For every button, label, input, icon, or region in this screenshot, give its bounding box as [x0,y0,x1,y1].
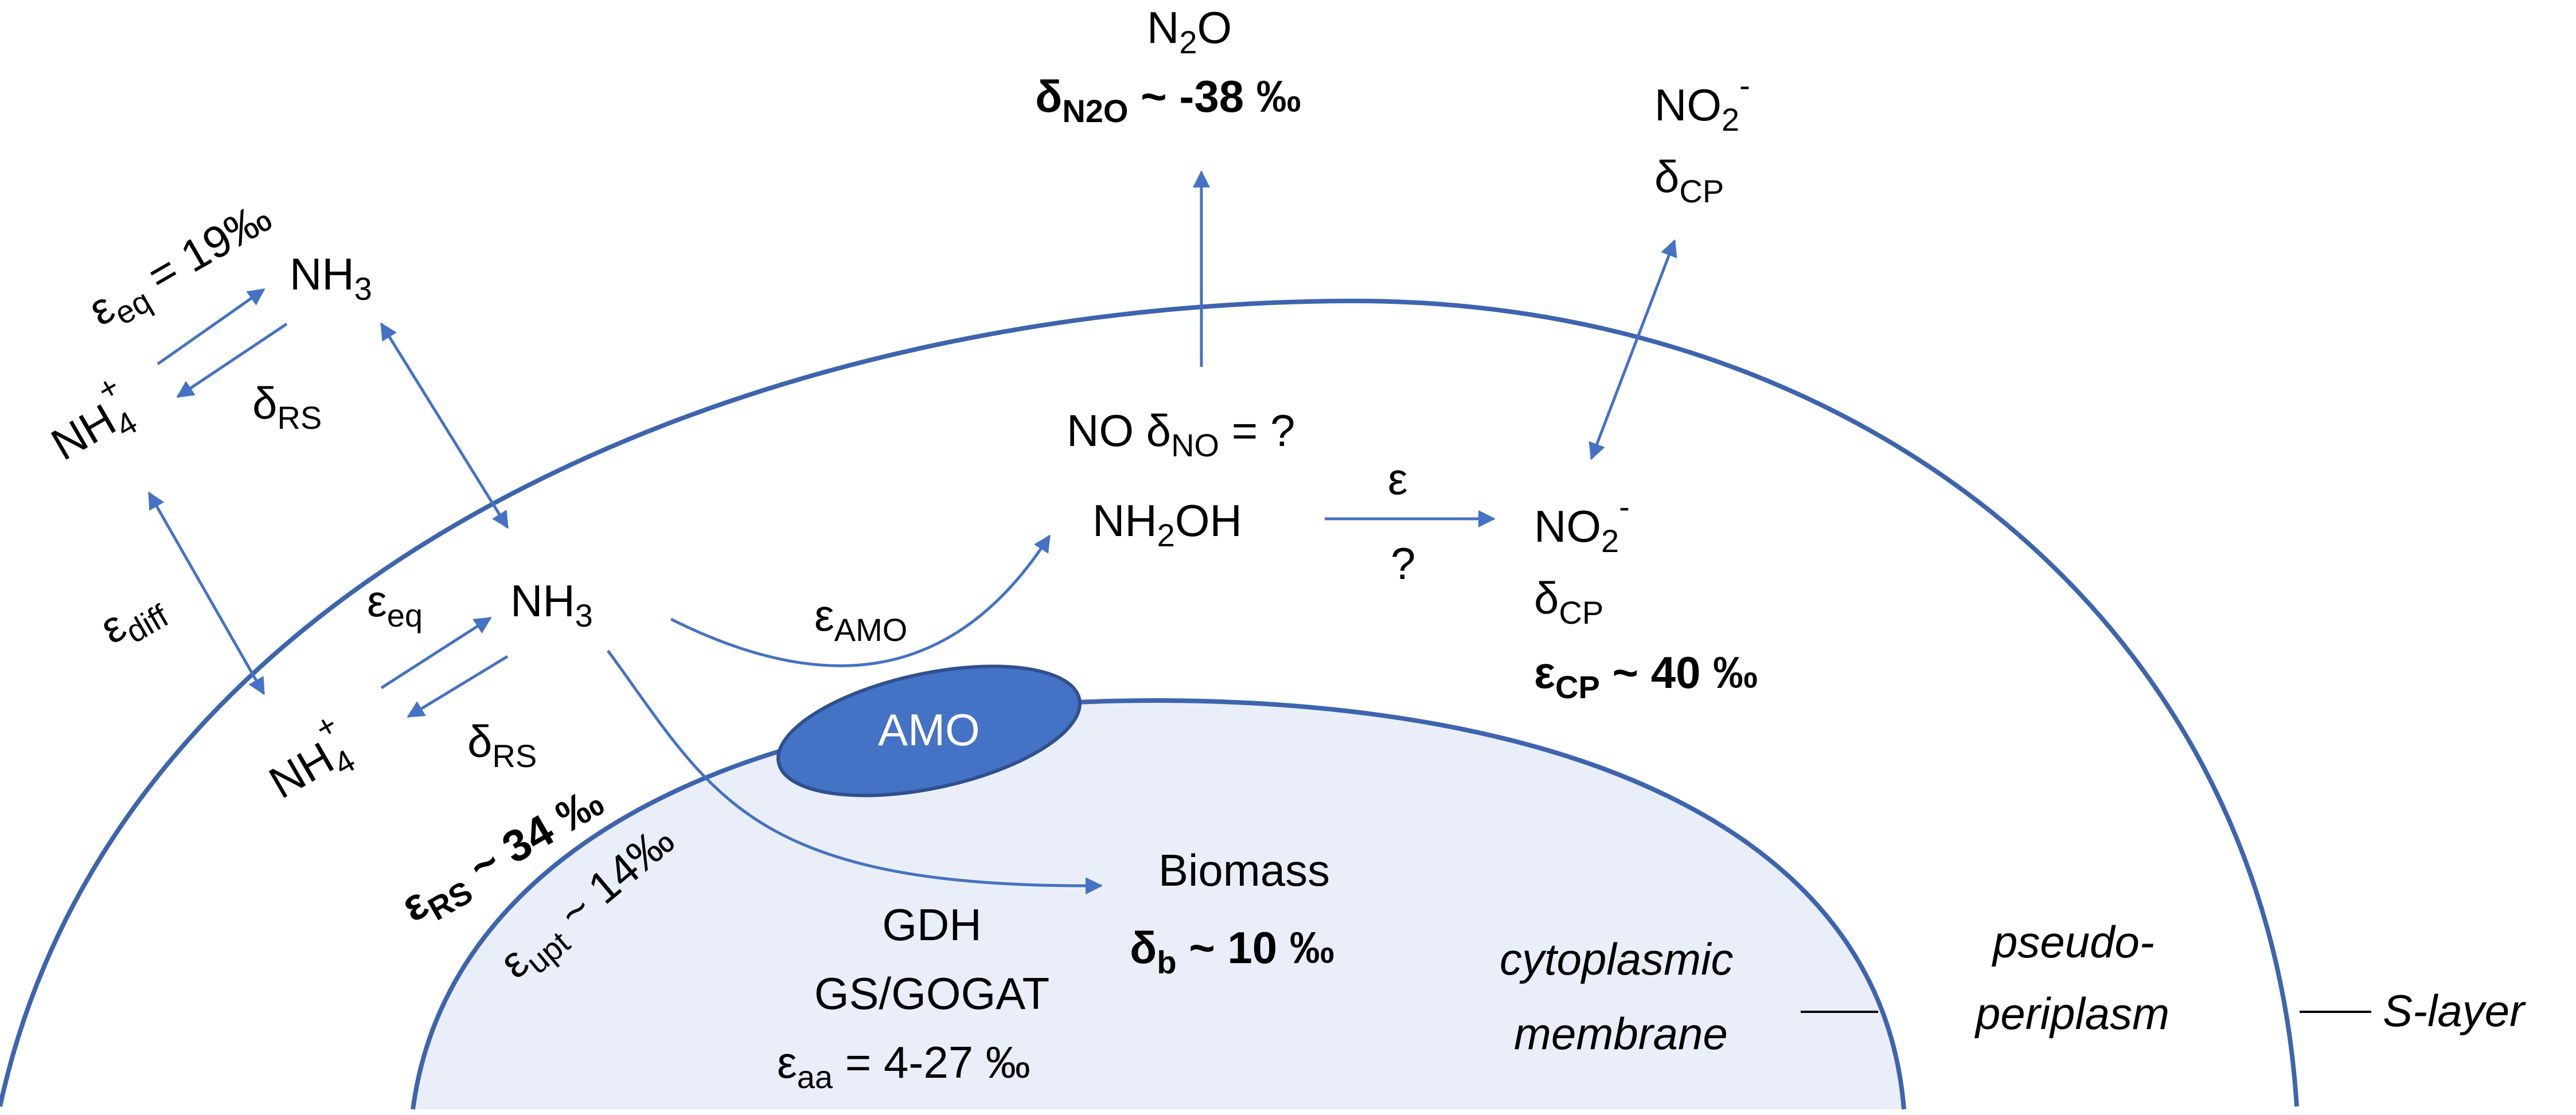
membrane-label: membrane [1514,1008,1728,1059]
periplasm-delta-rs: δRS [467,716,537,774]
arrow-rs-outside [176,322,288,398]
periplasm-label: periplasm [1974,988,2169,1039]
arrow-no2-exchange [1588,239,1677,460]
cytoplasmic-membrane-outline [411,698,1906,1110]
eps-diff-label: εdiff [92,578,175,660]
arrow-nh3-exchange [380,322,509,529]
no2-inner-delta-cp: δCP [1534,573,1603,631]
nh2oh-label: NH2OH [1092,495,1242,553]
outside-delta-rs: δRS [252,378,322,436]
outside-nh3: NH3 [290,249,372,307]
periplasm-eps-eq: εeq [367,576,423,633]
nh2oh-eps: ε [1388,453,1408,504]
cytoplasmic-membrane [413,700,1904,1109]
periplasm-nh3: NH3 [510,576,593,633]
amo-enzyme [776,664,1082,797]
arrow-biomass-uptake [606,650,1103,895]
s-layer-label: S-layer [2383,985,2526,1036]
gs-gogat-label: GS/GOGAT [814,968,1049,1019]
periplasm-nh4: NH4+ [252,706,364,815]
no2-inner-label: NO2- [1534,488,1630,559]
amo-label: AMO [878,705,980,755]
arrow-eq-periplasm [380,616,492,690]
arrow-nh4-diffusion [147,491,266,695]
outside-nh4: NH4+ [34,368,146,476]
n2o-label: N2O [1147,2,1232,60]
biomass-label: Biomass [1158,845,1330,895]
eps-cp-value: εCP ~ 40 ‰ [1534,647,1758,705]
arrow-eq-outside [157,288,266,366]
cytoplasmic-label: cytoplasmic [1500,934,1733,984]
no-delta-label: NO δNO = ? [1067,405,1295,463]
arrow-amo-oxidation [670,534,1051,667]
eps-amo-label: εAMO [814,590,907,648]
arrow-rs-periplasm [407,655,509,718]
pseudo-label: pseudo- [1992,917,2155,967]
outside-eps-eq: εeq = 19‰ [80,191,283,342]
arrows [147,170,1677,895]
no2-outer-label: NO2- [1654,67,1750,138]
delta-b-value: δb ~ 10 ‰ [1130,922,1334,980]
eps-aa-value: εaa = 4-27 ‰ [777,1037,1031,1095]
delta-n2o-value: δN2O ~ -38 ‰ [1035,71,1301,129]
no2-outer-delta-cp: δCP [1654,151,1724,209]
nh2oh-question: ? [1391,538,1415,589]
gdh-label: GDH [882,899,981,950]
